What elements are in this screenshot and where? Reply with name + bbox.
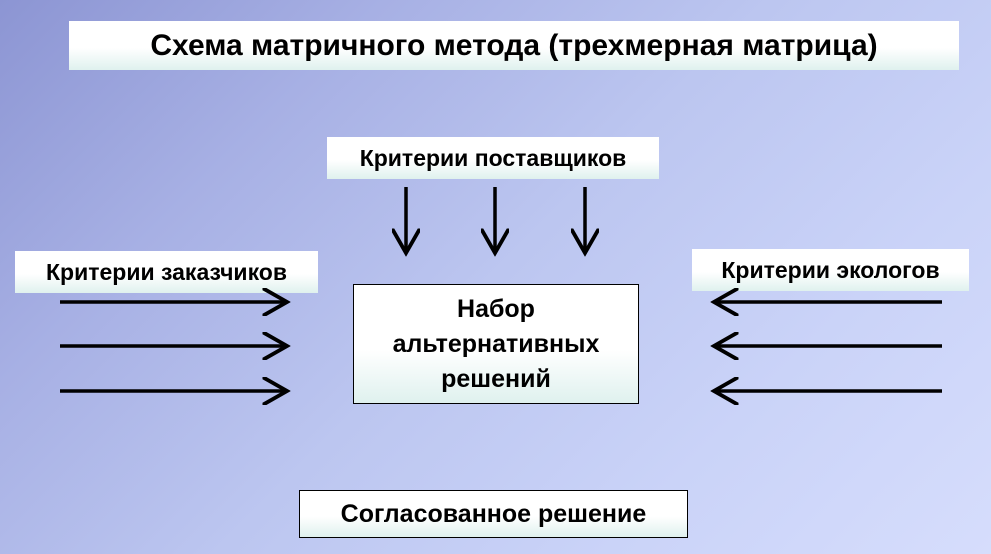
suppliers-criteria-label: Критерии поставщиков [327, 137, 659, 179]
customers-criteria-label: Критерии заказчиков [15, 251, 318, 293]
alternatives-set-box: Набор альтернативных решений [353, 284, 639, 404]
ecologists-criteria-label: Критерии экологов [692, 249, 969, 291]
agreed-solution-box: Согласованное решение [299, 490, 688, 538]
diagram-title: Схема матричного метода (трехмерная матр… [69, 21, 959, 70]
